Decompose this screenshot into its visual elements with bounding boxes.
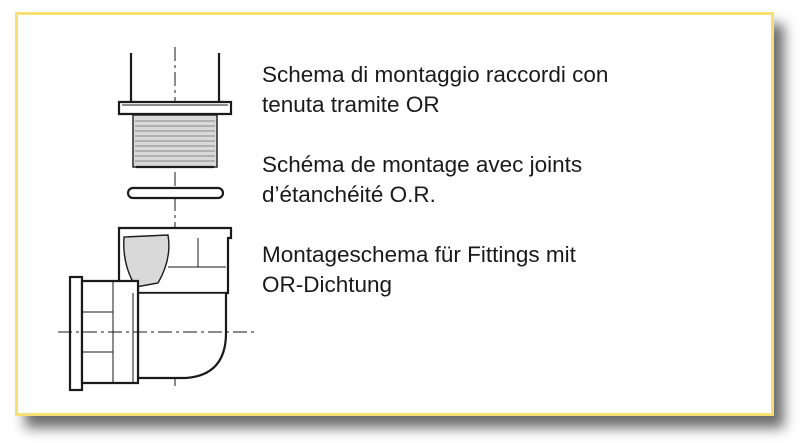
diagram-card — [15, 12, 774, 416]
elbow-fitting-icon — [68, 226, 233, 392]
threaded-adapter-icon — [117, 53, 233, 169]
caption-line: Schéma de montage avec joints — [262, 152, 583, 177]
fitting-assembly-drawing — [58, 47, 258, 392]
caption-list: Schema di montaggio raccordi con tenuta … — [262, 60, 762, 330]
caption-line: OR-Dichtung — [262, 272, 393, 297]
caption-line: Montageschema für Fittings mit — [262, 242, 576, 267]
caption-line: tenuta tramite OR — [262, 92, 440, 117]
caption-line: d’étanchéité O.R. — [262, 182, 436, 207]
caption-line: Schema di montaggio raccordi con — [262, 62, 609, 87]
caption-german: Montageschema für Fittings mit OR-Dichtu… — [262, 240, 762, 300]
caption-french: Schéma de montage avec joints d’étanchéi… — [262, 150, 762, 210]
caption-italian: Schema di montaggio raccordi con tenuta … — [262, 60, 762, 120]
o-ring-icon — [126, 186, 225, 200]
